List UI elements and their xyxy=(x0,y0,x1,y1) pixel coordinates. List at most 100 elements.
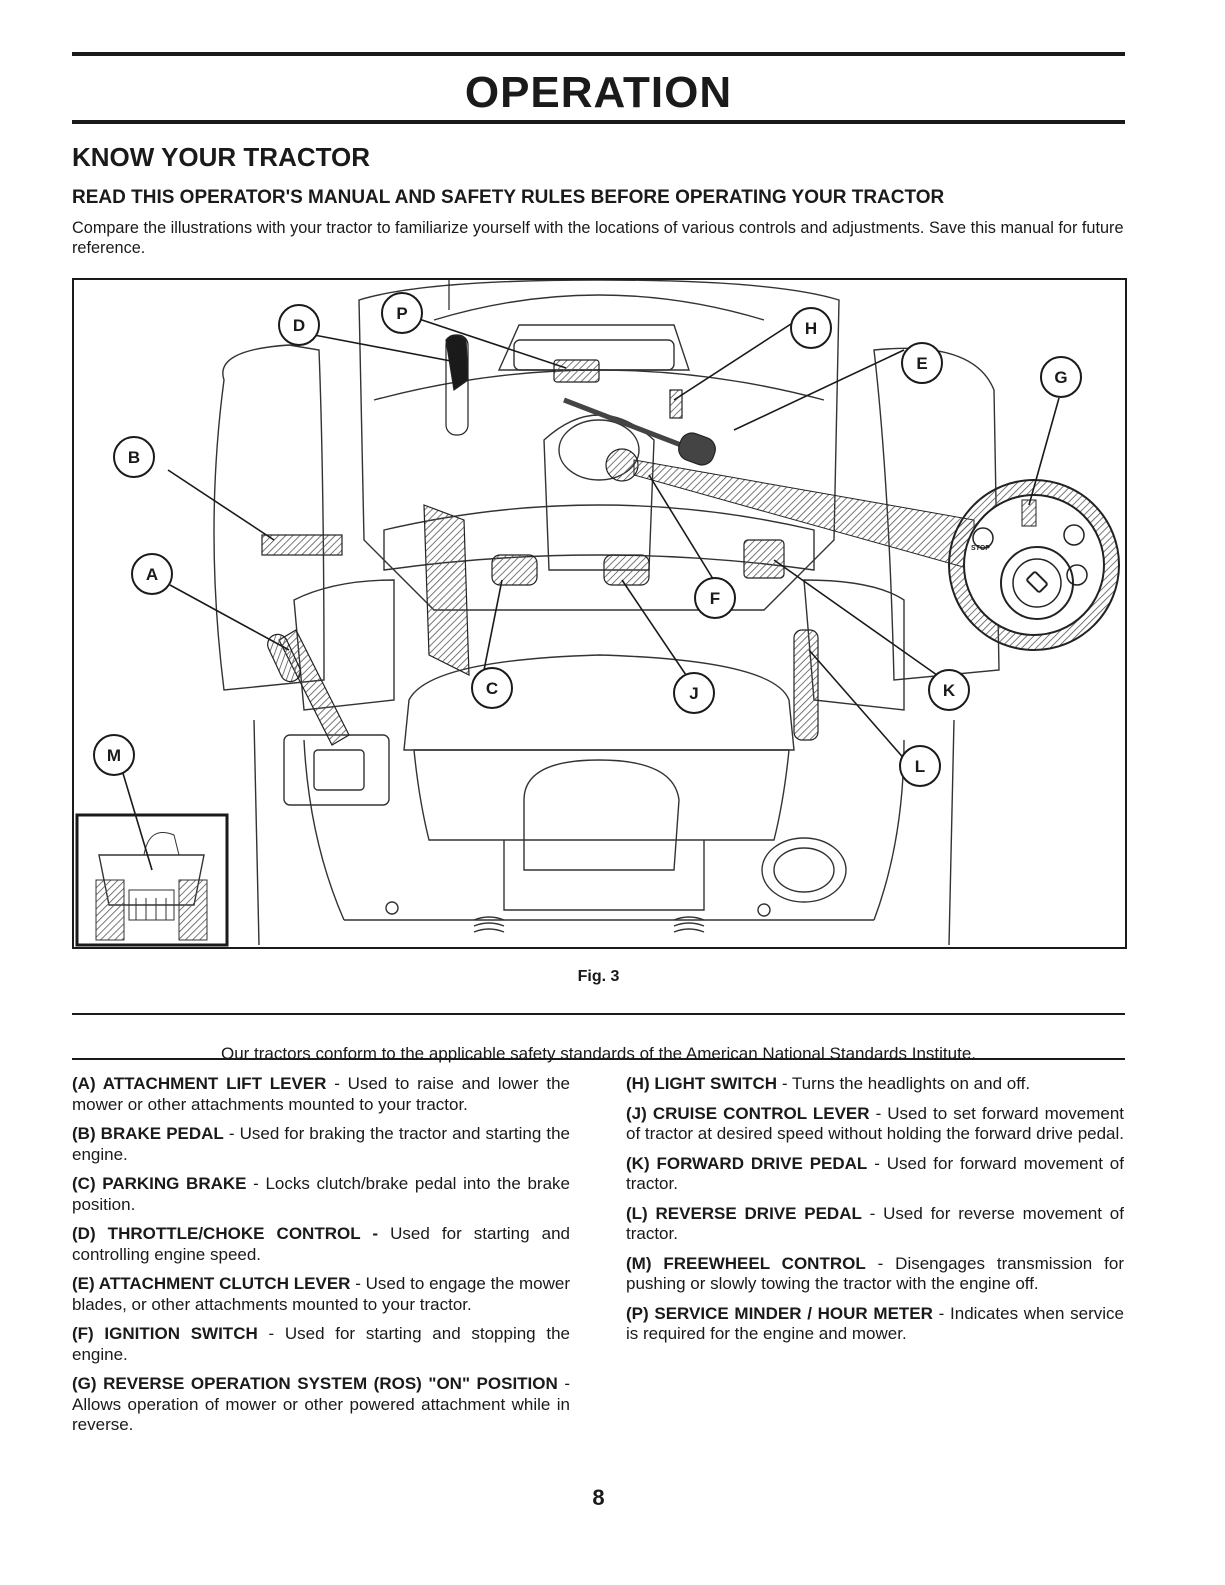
seat xyxy=(413,749,790,841)
control-term: (J) CRUISE CONTROL LEVER xyxy=(626,1103,870,1123)
callout-m: M xyxy=(93,734,135,776)
control-term: (A) ATTACHMENT LIFT LEVER xyxy=(72,1074,327,1093)
control-item: (G) REVERSE OPERATION SYSTEM (ROS) "ON" … xyxy=(72,1374,570,1436)
throttle-lever-knob xyxy=(445,334,469,392)
left-grille-vents xyxy=(423,504,470,676)
svg-text:H: H xyxy=(805,319,817,338)
figure-callouts: D P H E G B A F C J K M L xyxy=(93,292,1082,787)
control-desc: - Indicates when service is required for… xyxy=(626,1303,1124,1344)
control-item: (K) FORWARD DRIVE PEDAL - Used for forwa… xyxy=(626,1154,1124,1195)
reverse-drive-pedal xyxy=(793,629,819,741)
control-desc: - Used for braking the tractor and start… xyxy=(72,1124,570,1164)
control-term: (P) SERVICE MINDER / HOUR METER xyxy=(626,1303,933,1323)
standards-note: Our tractors conform to the applicable s… xyxy=(220,1044,976,1063)
callout-c: C xyxy=(471,667,513,709)
clutch-lever-knob xyxy=(678,432,716,466)
tractor-line-drawing: STOP xyxy=(75,280,1120,947)
freewheel-inset xyxy=(75,813,229,947)
svg-text:G: G xyxy=(1054,368,1067,387)
svg-text:E: E xyxy=(916,354,927,373)
control-term: (D) THROTTLE/CHOKE CONTROL - xyxy=(72,1224,379,1243)
control-term: (B) BRAKE PEDAL xyxy=(72,1124,224,1143)
note-top-rule xyxy=(72,1013,1125,1015)
control-item: (M) FREEWHEEL CONTROL - Disengages trans… xyxy=(626,1254,1124,1295)
seat-springs xyxy=(473,916,705,933)
callout-p: P xyxy=(381,292,423,334)
parking-brake-knob xyxy=(491,554,538,586)
svg-text:B: B xyxy=(128,448,140,467)
control-desc: - Disengages transmission for pushing or… xyxy=(626,1253,1124,1294)
svg-text:J: J xyxy=(689,684,698,703)
cruise-control-knob xyxy=(603,554,650,586)
subsection-title: READ THIS OPERATOR'S MANUAL AND SAFETY R… xyxy=(72,187,945,208)
control-desc: - Used to set forward movement of tracto… xyxy=(626,1103,1125,1144)
steering-column xyxy=(543,414,655,571)
control-item: (B) BRAKE PEDAL - Used for braking the t… xyxy=(72,1124,570,1165)
title-underline-rule xyxy=(72,120,1125,124)
callout-j: J xyxy=(673,672,715,714)
control-desc: - Turns the headlights on and off. xyxy=(777,1074,1031,1093)
callout-h: H xyxy=(790,307,832,349)
control-item: (P) SERVICE MINDER / HOUR METER - Indica… xyxy=(626,1304,1124,1345)
callout-a: A xyxy=(131,553,173,595)
fuel-cap xyxy=(761,837,847,903)
right-front-tire xyxy=(873,347,1000,681)
control-term: (M) FREEWHEEL CONTROL xyxy=(626,1253,866,1273)
callout-l: L xyxy=(899,745,941,787)
control-item: (A) ATTACHMENT LIFT LEVER - Used to rais… xyxy=(72,1074,570,1115)
control-term: (E) ATTACHMENT CLUTCH LEVER xyxy=(72,1274,351,1293)
left-front-tire xyxy=(213,344,325,691)
callout-f: F xyxy=(694,577,736,619)
callout-g: G xyxy=(1040,356,1082,398)
hour-meter-display xyxy=(553,359,600,383)
svg-text:M: M xyxy=(107,746,121,765)
callout-k: K xyxy=(928,669,970,711)
control-desc: - Used for forward movement of tractor. xyxy=(626,1153,1124,1194)
callout-b: B xyxy=(113,436,155,478)
intro-paragraph: Compare the illustrations with your trac… xyxy=(72,219,1124,257)
page-title: OPERATION xyxy=(464,68,733,117)
note-bottom-rule xyxy=(72,1058,1125,1060)
control-item: (J) CRUISE CONTROL LEVER - Used to set f… xyxy=(626,1104,1124,1145)
svg-text:L: L xyxy=(915,757,925,776)
seat-base xyxy=(403,654,795,751)
control-item: (D) THROTTLE/CHOKE CONTROL - Used for st… xyxy=(72,1224,570,1265)
controls-list-right: (H) LIGHT SWITCH - Turns the headlights … xyxy=(626,1074,1124,1354)
ignition-switch-zoom: STOP xyxy=(948,479,1120,651)
hood-outline xyxy=(358,280,840,611)
control-term: (K) FORWARD DRIVE PEDAL xyxy=(626,1153,868,1173)
section-title: KNOW YOUR TRACTOR xyxy=(72,142,371,172)
controls-list-left: (A) ATTACHMENT LIFT LEVER - Used to rais… xyxy=(72,1074,570,1445)
control-item: (E) ATTACHMENT CLUTCH LEVER - Used to en… xyxy=(72,1274,570,1315)
seat-back xyxy=(523,759,680,871)
figure-caption: Fig. 3 xyxy=(577,968,620,985)
control-desc: - Used to raise and lower the mower or o… xyxy=(72,1074,570,1114)
control-term: (H) LIGHT SWITCH xyxy=(626,1074,778,1093)
control-desc: - Used for reverse movement of tractor. xyxy=(626,1203,1124,1244)
control-item: (L) REVERSE DRIVE PEDAL - Used for rever… xyxy=(626,1204,1124,1245)
page-number: 8 xyxy=(592,1485,605,1510)
control-item: (C) PARKING BRAKE - Locks clutch/brake p… xyxy=(72,1174,570,1215)
ignition-key-slot xyxy=(605,448,639,482)
control-term: (C) PARKING BRAKE xyxy=(72,1174,247,1193)
attachment-lift-lever-grip xyxy=(278,629,350,746)
svg-text:A: A xyxy=(146,565,158,584)
control-item: (H) LIGHT SWITCH - Turns the headlights … xyxy=(626,1074,1124,1095)
ignition-zoom-wedge xyxy=(633,459,975,571)
svg-text:D: D xyxy=(293,316,305,335)
svg-text:P: P xyxy=(396,304,407,323)
left-fender xyxy=(293,579,395,711)
control-term: (F) IGNITION SWITCH xyxy=(72,1324,258,1343)
control-desc: - Used to engage the mower blades, or ot… xyxy=(72,1274,570,1314)
callout-e: E xyxy=(901,342,943,384)
svg-text:F: F xyxy=(710,589,720,608)
callout-leader-lines xyxy=(121,317,1060,871)
ignition-stop-label: STOP xyxy=(971,545,990,552)
freewheel-bracket xyxy=(283,734,390,806)
right-fender xyxy=(803,579,905,711)
control-desc: - Used for starting and stopping the eng… xyxy=(72,1324,570,1364)
forward-drive-pedal xyxy=(743,539,785,579)
light-switch xyxy=(669,389,683,419)
brake-pedal xyxy=(261,534,343,556)
tractor-controls-illustration: STOP xyxy=(72,278,1127,949)
